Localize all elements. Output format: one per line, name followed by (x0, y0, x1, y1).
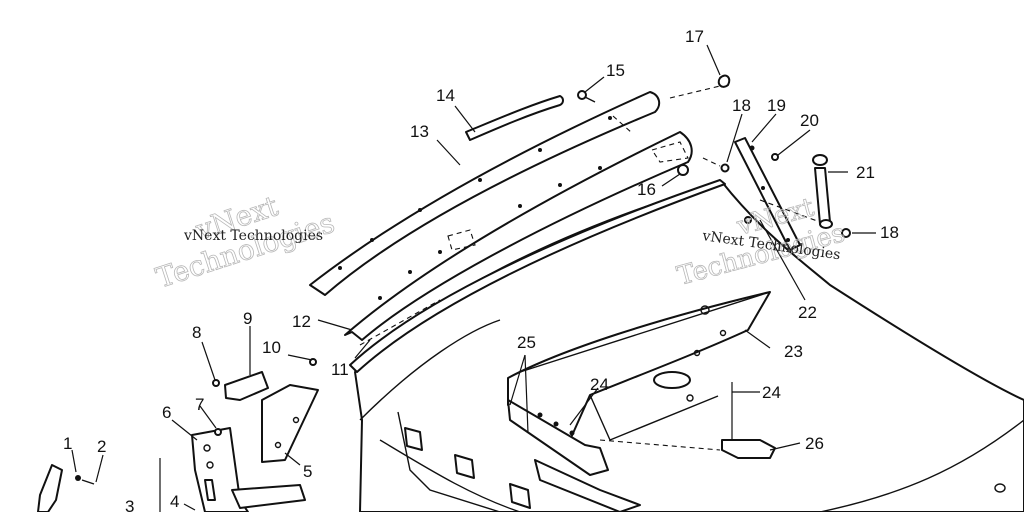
callout-18b: 18 (880, 223, 899, 242)
callout-26: 26 (805, 434, 824, 453)
bracket-19 (734, 137, 801, 251)
callout-13: 13 (410, 122, 429, 141)
callout-21: 21 (856, 163, 875, 182)
callout-11: 11 (331, 360, 349, 379)
callout-24: 24 (590, 375, 609, 394)
callout-24b: 24 (762, 383, 781, 402)
leader-lines (71, 44, 876, 511)
prop-rod (812, 154, 833, 229)
callout-8: 8 (192, 323, 201, 342)
callout-9: 9 (243, 309, 252, 328)
clip-17 (717, 74, 731, 88)
callout-4: 4 (170, 492, 179, 511)
lower-rail (507, 399, 641, 512)
callout-3: 3 (125, 497, 134, 512)
callout-16: 16 (637, 180, 656, 199)
nut-18 (841, 228, 851, 238)
callout-15: 15 (606, 61, 625, 80)
guide-lines (359, 85, 821, 451)
hood-flange (349, 179, 726, 373)
callout-2: 2 (97, 437, 106, 456)
windshield-panel (344, 131, 693, 341)
latch-26 (721, 439, 776, 459)
callout-6: 6 (162, 403, 171, 422)
callout-10: 10 (262, 338, 281, 357)
washer-20 (771, 153, 779, 161)
callout-5: 5 (303, 462, 312, 481)
callout-12: 12 (292, 312, 311, 331)
callout-17: 17 (685, 27, 704, 46)
nut-16 (677, 164, 689, 176)
callout-20: 20 (800, 111, 819, 130)
callout-14: 14 (436, 86, 455, 105)
callout-1: 1 (63, 434, 72, 453)
callout-7: 7 (195, 395, 204, 414)
washer-18b (744, 216, 752, 224)
top-trim (309, 91, 661, 296)
screw-15 (577, 90, 596, 103)
callout-23: 23 (784, 342, 803, 361)
callout-labels: 1 2 3 4 5 6 7 8 9 10 11 12 13 14 15 16 1… (63, 27, 899, 512)
callout-25: 25 (517, 333, 536, 352)
callout-22: 22 (798, 303, 817, 322)
watermark-small-1: vNext Technologies (183, 228, 323, 244)
washer-18 (720, 163, 730, 173)
left-brackets (37, 358, 319, 512)
small-strip (465, 95, 564, 141)
callout-19: 19 (767, 96, 786, 115)
callout-18: 18 (732, 96, 751, 115)
